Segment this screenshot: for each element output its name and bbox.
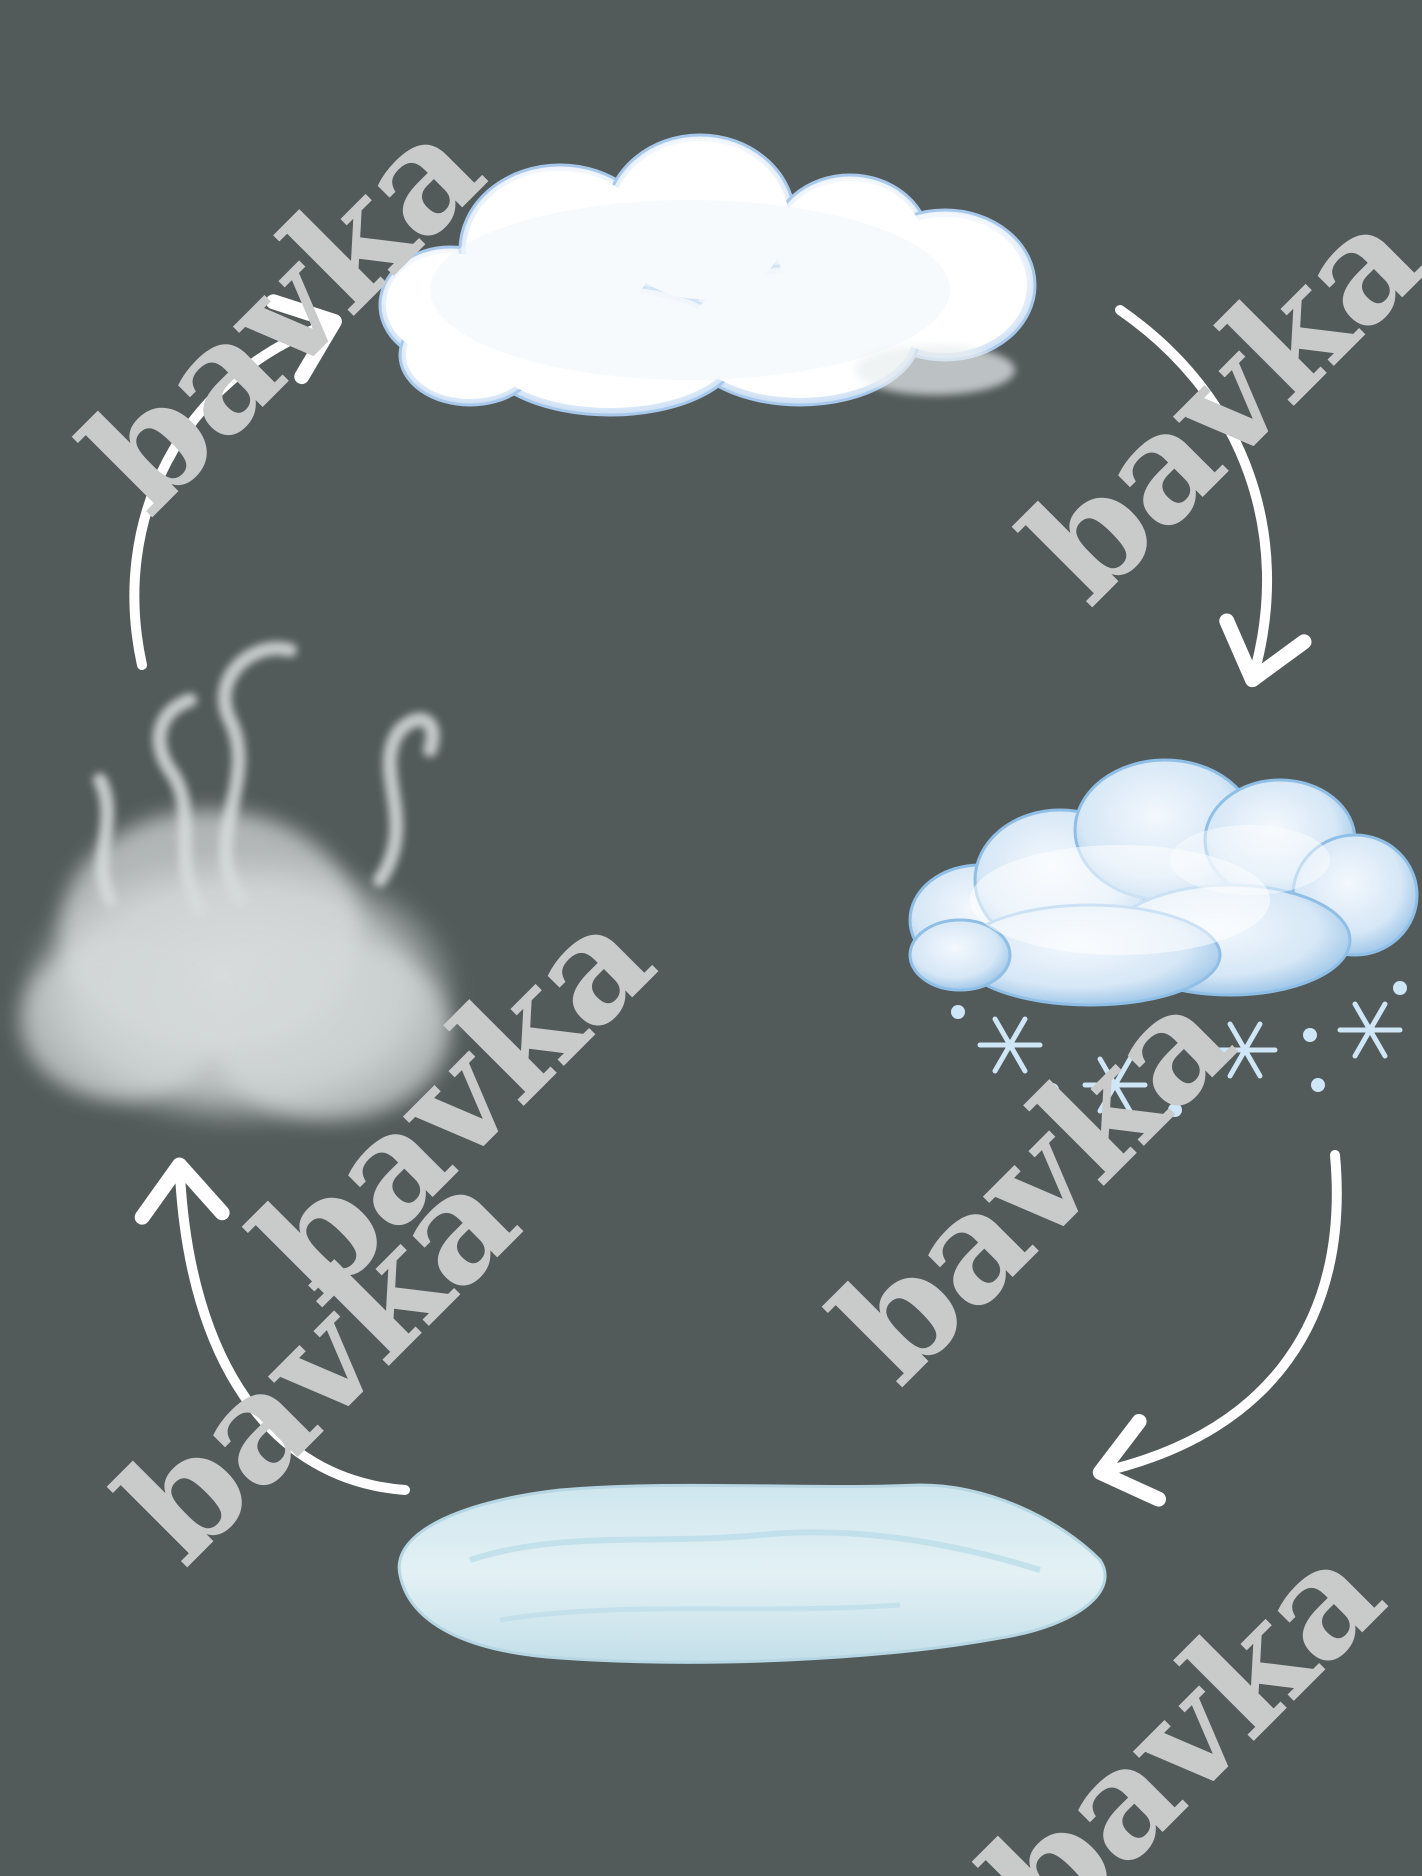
steam-icon: [20, 648, 455, 1125]
puddle-icon: [399, 1485, 1105, 1662]
cloud-icon: [380, 135, 1035, 415]
arrow-snow-to-puddle: [1110, 1155, 1337, 1470]
snowflake-icon: [1215, 1024, 1275, 1076]
snowflake-icon: [1085, 1059, 1145, 1111]
snowflakes: [980, 1004, 1400, 1111]
arrow-puddle-to-steam: [180, 1175, 405, 1490]
arrow-steam-to-cloud: [134, 325, 325, 665]
snowflake-icon: [980, 1019, 1040, 1071]
snow-dots: [951, 981, 1407, 1117]
snow-cloud-icon: [910, 760, 1417, 1117]
snowflake-icon: [1340, 1004, 1400, 1056]
arrow-cloud-to-snow: [1120, 310, 1267, 670]
